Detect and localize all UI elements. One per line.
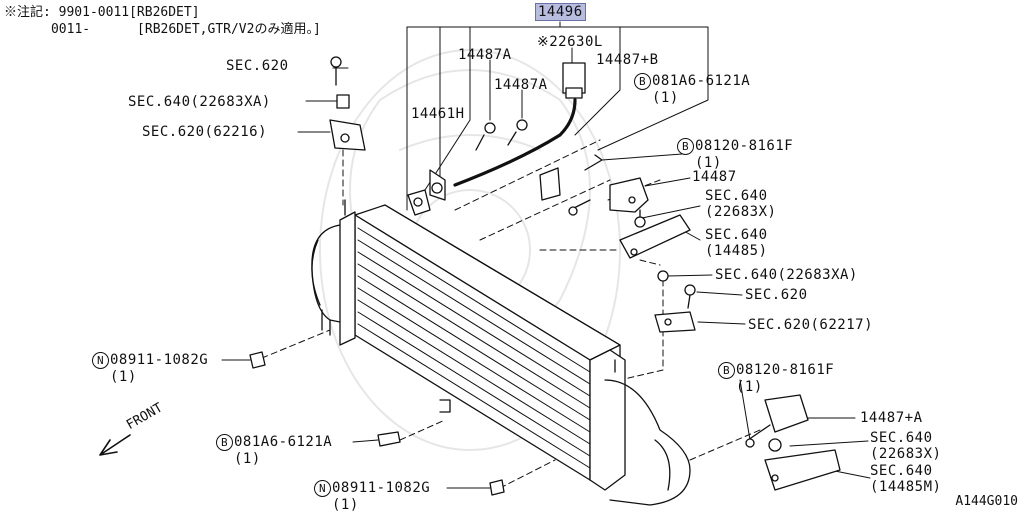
section-part: (14485) [705,243,768,259]
part-qty: (1) [652,90,679,106]
note-line-1: ※注記: 9901-0011[RB26DET] [4,5,200,20]
callout-sec640-14485[interactable]: SEC.640(14485) [705,227,768,259]
hardware [249,56,841,496]
callout-sec640-14485m[interactable]: SEC.640(14485M) [870,463,941,495]
callout-14496[interactable]: 14496 [535,3,586,21]
callout-22630l[interactable]: ※22630L [537,34,603,50]
front-arrow-icon [99,434,131,456]
bolt-circle-icon: B [634,73,651,90]
part-qty: (1) [736,379,763,395]
section-part: (14485M) [870,479,942,495]
callout-sec640-22683xa-left[interactable]: SEC.640(22683XA) [128,94,271,110]
part-number: 08120-8161F [736,362,835,378]
callout-14461h[interactable]: 14461H [411,106,465,122]
part-number: 081A6-6121A [652,73,751,89]
section-ref: SEC.640 [870,463,933,479]
bolt-circle-icon: B [718,362,735,379]
applicability-note: ※注記: 9901-0011[RB26DET] 0011- [RB26DET,G… [4,4,321,38]
section-part: (22683X) [705,204,777,220]
part-qty: (1) [110,369,137,385]
left-tank [311,211,356,346]
callout-14487b[interactable]: 14487+B [596,52,659,68]
section-ref: SEC.640 [705,227,768,243]
callout-sec640-22683xa-right[interactable]: SEC.640(22683XA) [715,267,858,283]
part-number: 08911-1082G [332,480,431,496]
callout-sec620-62217[interactable]: SEC.620(62217) [748,317,874,333]
callout-14487[interactable]: 14487 [692,169,737,185]
part-qty: (1) [332,497,359,513]
callout-sec640-22683x-top[interactable]: SEC.640(22683X) [705,188,776,220]
callout-14487a-upper[interactable]: 14487A [458,47,512,63]
sensor-harness [407,62,586,216]
nut-circle-icon: N [314,480,331,497]
callout-14487pa[interactable]: 14487+A [860,410,923,426]
bolt-circle-icon: B [677,138,694,155]
section-ref: SEC.640 [705,188,768,204]
callout-sec640-22683x-bottom[interactable]: SEC.640(22683X) [870,430,941,462]
figure-reference: A144G010 [955,494,1018,509]
nut-circle-icon: N [92,352,109,369]
part-qty: (1) [695,155,722,171]
part-qty: (1) [234,451,261,467]
part-number: 08120-8161F [695,138,794,154]
callout-sec620-topleft[interactable]: SEC.620 [226,58,289,74]
bolt-circle-icon: B [216,434,233,451]
leader-lines [221,21,871,489]
section-ref: SEC.640 [870,430,933,446]
section-part: (22683X) [870,446,942,462]
callout-sec620-right[interactable]: SEC.620 [745,287,808,303]
note-line-2: 0011- [RB26DET,GTR/V2のみ適用。] [4,22,321,37]
part-number: 081A6-6121A [234,434,333,450]
right-tank [439,349,691,506]
callout-14487a-lower[interactable]: 14487A [494,77,548,93]
callout-sec620-62216[interactable]: SEC.620(62216) [142,124,268,140]
assembly-lines [261,139,761,489]
part-number: 08911-1082G [110,352,209,368]
